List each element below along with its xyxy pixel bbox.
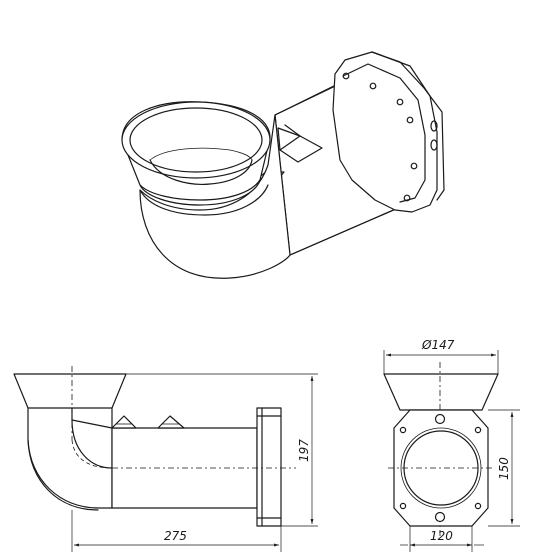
dimension-flange-height: 150 [497,457,511,480]
bolt-hole-icon [410,162,418,170]
iso-funnel [121,101,271,206]
bolt-hole-icon [434,511,446,523]
bolt-hole-icon [399,426,407,434]
bolt-hole-icon [474,426,482,434]
end-view-dimensions: Ø147 150 120 [383,338,520,552]
bolt-hole-icon [403,194,411,202]
dimension-flange-width: 120 [430,529,453,543]
bolt-hole-icon [434,413,446,425]
end-view [383,362,499,540]
bolt-hole-icon [369,82,377,90]
dimension-height: 197 [297,439,311,462]
bolt-hole-icon [396,98,404,106]
iso-elbow [139,114,291,279]
side-view-dimensions: 197 275 [71,373,318,552]
slot-icon [430,120,438,132]
side-view [13,366,296,527]
iso-flange [332,51,445,213]
bolt-hole-icon [406,116,414,124]
slot-icon [430,139,438,151]
bolt-hole-icon [474,502,482,510]
dimension-diameter: Ø147 [421,338,455,352]
bolt-hole-icon [342,72,350,80]
bolt-hole-icon [399,502,407,510]
dimension-length: 275 [164,529,187,543]
isometric-view [121,51,445,279]
